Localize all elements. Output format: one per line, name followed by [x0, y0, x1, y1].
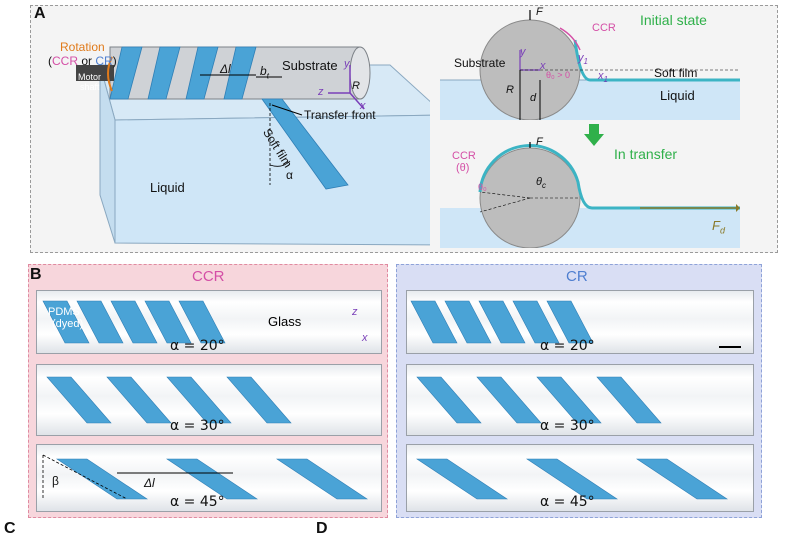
- ccr-photo-30: [36, 364, 382, 436]
- ccr-photo-45: [36, 444, 382, 512]
- transfer-soft-film: [478, 144, 740, 210]
- cr-photo-30: [406, 364, 754, 436]
- ccr-photo-20: [36, 290, 382, 354]
- initial-y-label: y: [520, 46, 526, 58]
- radius-label: R: [352, 80, 360, 92]
- bt-label: bt: [260, 64, 269, 81]
- rotation-direction: (CCR or CR): [48, 54, 117, 68]
- theta-condition: θ₀ > 0: [546, 70, 571, 80]
- ccr-helix-20: [42, 300, 226, 344]
- cr-photo-20: [406, 290, 754, 354]
- initial-y1-label: y1: [578, 52, 588, 67]
- ccr-helix-30: [46, 376, 292, 424]
- liquid-label: Liquid: [150, 180, 185, 195]
- transition-arrow: [584, 124, 604, 146]
- initial-d-label: d: [530, 92, 537, 104]
- soft-film-strip: [261, 98, 349, 190]
- initial-x-label: x: [540, 60, 546, 72]
- initial-soft-film-label: Soft film: [654, 66, 698, 80]
- helical-film: [109, 46, 257, 100]
- transfer-F-label: F: [536, 136, 543, 148]
- liquid-box-side: [99, 64, 116, 244]
- cr-photo-45: [406, 444, 754, 512]
- in-transfer-diagram: [440, 142, 740, 248]
- dyed-label: (dyed): [52, 318, 84, 330]
- initial-substrate-label: Substrate: [454, 56, 506, 70]
- panel-a-label: A: [34, 5, 46, 22]
- panel-b-z-label: z: [352, 306, 358, 318]
- initial-state-diagram: [440, 10, 740, 120]
- initial-ccr-label: CCR: [592, 22, 616, 34]
- pdms-label: PDMS: [48, 306, 80, 318]
- ccr-helix-45: [56, 458, 368, 500]
- delta-l-label: Δl: [220, 62, 231, 76]
- motor-shaft: [76, 65, 114, 81]
- shaft-label: shaft: [80, 82, 100, 92]
- panel-c-label: C: [4, 520, 16, 537]
- initial-x1-label: x1: [598, 70, 608, 85]
- initial-liquid-label: Liquid: [660, 88, 695, 103]
- panel-b-label: B: [30, 266, 42, 283]
- apparatus-schematic: [76, 46, 430, 246]
- cr-alpha-30: α = 30°: [540, 418, 595, 434]
- transfer-theta-label: (θ): [456, 162, 470, 174]
- panel-b-x-label: x: [362, 332, 368, 344]
- initial-ccr-arrow: [559, 27, 581, 51]
- cr-helix-45: [416, 458, 728, 500]
- panel-d-label: D: [316, 520, 328, 537]
- cr-title: CR: [566, 268, 588, 285]
- cr-alpha-45: α = 45°: [540, 494, 595, 510]
- initial-R-label: R: [506, 84, 514, 96]
- substrate-label: Substrate: [282, 58, 338, 73]
- axis-x-label: x: [360, 100, 366, 112]
- rotation-label: Rotation: [60, 40, 105, 54]
- beta-label: β: [52, 474, 59, 488]
- in-transfer-title: In transfer: [614, 146, 678, 162]
- alpha-label: α: [286, 168, 293, 182]
- transfer-ccr-label: CCR: [452, 150, 476, 162]
- x-axis: [349, 92, 365, 110]
- theta-0-label: θ₀: [478, 182, 487, 192]
- ccr-alpha-30: α = 30°: [170, 418, 225, 434]
- cr-helix-30: [416, 376, 662, 424]
- ccr-alpha-20: α = 20°: [170, 338, 225, 354]
- ccr-title: CCR: [192, 268, 225, 285]
- rotation-arrow: [107, 56, 113, 92]
- alpha-arc: [269, 160, 291, 167]
- cr-helix-20: [410, 300, 594, 344]
- initial-soft-film: [573, 39, 740, 82]
- theta-c-label: θc: [536, 176, 546, 191]
- drag-force-label: Fd: [712, 218, 725, 236]
- initial-F-label: F: [536, 6, 543, 18]
- axis-y-label: y: [344, 58, 350, 70]
- transfer-front-label: Transfer front: [304, 108, 376, 122]
- motor-label: Motor: [78, 72, 102, 82]
- transfer-front-pointer: [271, 104, 303, 116]
- cr-alpha-20: α = 20°: [540, 338, 595, 354]
- glass-label: Glass: [268, 314, 302, 329]
- ccr-delta-l-label: Δl: [144, 476, 155, 490]
- axis-z-label: z: [318, 86, 324, 98]
- ccr-alpha-45: α = 45°: [170, 494, 225, 510]
- initial-state-title: Initial state: [640, 12, 707, 28]
